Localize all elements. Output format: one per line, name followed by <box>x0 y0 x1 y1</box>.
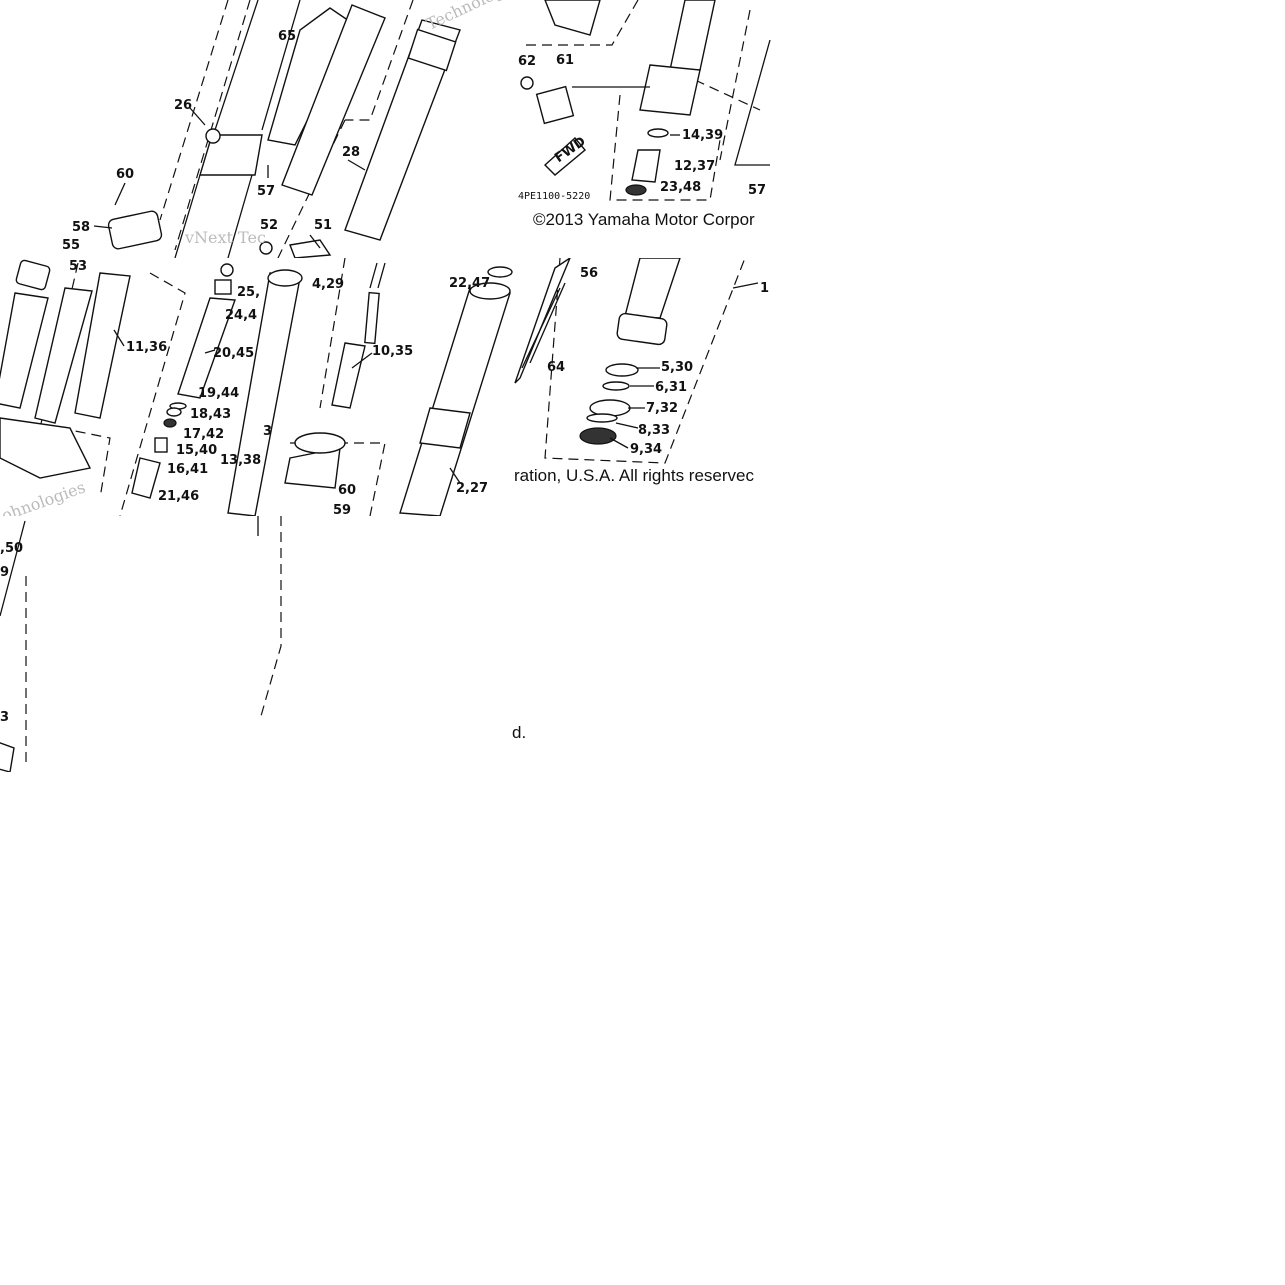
callout-62: 62 <box>518 54 536 69</box>
callout-22-47: 22,47 <box>449 276 490 291</box>
callout-8-33: 8,33 <box>638 423 670 438</box>
watermark-top: vNext Tec <box>184 228 266 247</box>
callout-57: 57 <box>257 184 275 199</box>
callout-3-bottom: 3 <box>0 710 9 725</box>
copyright-line-2: ration, U.S.A. All rights reservec <box>514 466 754 485</box>
callout-5-30: 5,30 <box>661 360 693 375</box>
callout-16-41: 16,41 <box>167 462 208 477</box>
callout-60: 60 <box>116 167 134 182</box>
callout-26: 26 <box>174 98 192 113</box>
callout-55: 55 <box>62 238 80 253</box>
callout-21-46: 21,46 <box>158 489 199 504</box>
callout-3: 3 <box>263 424 272 439</box>
callout-51: 51 <box>314 218 332 233</box>
diagram-tile-bottom-right: d. <box>512 716 542 746</box>
callout-12-37: 12,37 <box>674 159 715 174</box>
diagram-tile-bottom-middle <box>256 516 286 716</box>
callout-64: 64 <box>547 360 565 375</box>
callout-58: 58 <box>72 220 90 235</box>
callout-13-38: 13,38 <box>220 453 261 468</box>
callout-9-34: 9,34 <box>630 442 662 457</box>
callout-10-35: 10,35 <box>372 344 413 359</box>
callout-28: 28 <box>342 145 360 160</box>
callout-59: 59 <box>333 503 351 516</box>
callout-56: 56 <box>580 266 598 281</box>
callout-17-42: 17,42 <box>183 427 224 442</box>
callout-7-32: 7,32 <box>646 401 678 416</box>
callout-50: ,50 <box>0 541 23 556</box>
callout-53: 53 <box>69 259 87 274</box>
callout-23-48: 23,48 <box>660 180 701 195</box>
watermark-top-2: Technolog <box>423 0 506 34</box>
copyright-line-3: d. <box>512 723 526 742</box>
callout-9: 9 <box>0 565 9 580</box>
callout-25: 25, <box>237 285 260 300</box>
callout-2-27: 2,27 <box>456 481 488 496</box>
watermark-middle: ohnologies <box>0 477 88 516</box>
callout-18-43: 18,43 <box>190 407 231 422</box>
callout-65: 65 <box>278 29 296 44</box>
callout-57-right: 57 <box>748 183 766 198</box>
callout-52: 52 <box>260 218 278 233</box>
callout-15-40: 15,40 <box>176 443 217 458</box>
callout-19-44: 19,44 <box>198 386 239 401</box>
diagram-tile-top: 65 26 60 58 55 57 52 51 28 62 61 14,39 1… <box>0 0 772 258</box>
callout-20-45: 20,45 <box>213 346 254 361</box>
callout-60-lower: 60 <box>338 483 356 498</box>
diagram-tile-bottom-left: ,50 9 3 <box>0 516 30 772</box>
callout-4-29: 4,29 <box>312 277 344 292</box>
diagram-tile-middle: 53 11,36 20,45 19,44 18,43 17,42 15,40 1… <box>0 258 772 516</box>
callout-61: 61 <box>556 53 574 68</box>
callout-14-39: 14,39 <box>682 128 723 143</box>
part-code: 4PE1100-5220 <box>518 191 590 202</box>
callout-6-31: 6,31 <box>655 380 687 395</box>
copyright-line-1: ©2013 Yamaha Motor Corpor <box>533 210 755 229</box>
callout-24-4: 24,4 <box>225 308 257 323</box>
callout-11-36: 11,36 <box>126 340 167 355</box>
callout-1: 1 <box>760 281 769 296</box>
